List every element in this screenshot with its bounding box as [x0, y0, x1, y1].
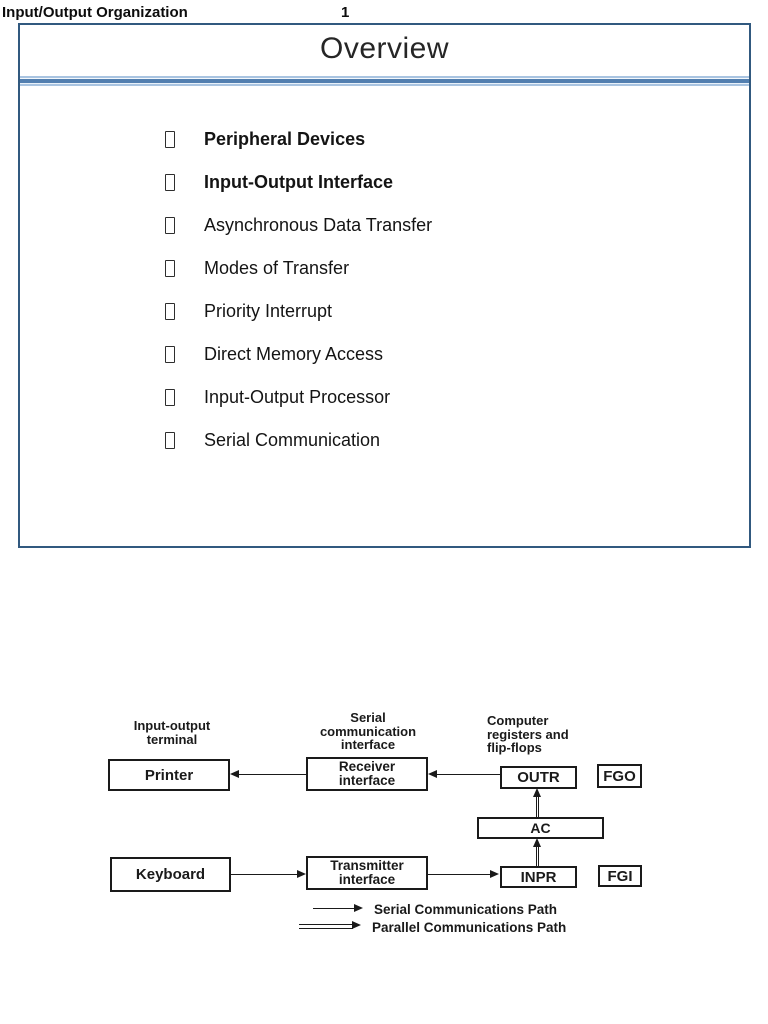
list-item: Direct Memory Access	[165, 343, 432, 364]
arrowhead-up-icon	[533, 788, 541, 797]
list-item-label: Serial Communication	[204, 429, 381, 450]
slide-frame: Overview Peripheral Devices Input-Output…	[18, 23, 751, 548]
arrowhead-up-icon	[533, 838, 541, 847]
arrowhead-right-icon	[352, 921, 361, 929]
legend-parallel-label: Parallel Communications Path	[372, 920, 567, 935]
list-item-label: Modes of Transfer	[204, 257, 350, 278]
bullet-list: Peripheral Devices Input-Output Interfac…	[165, 128, 433, 474]
legend-serial-label: Serial Communications Path	[374, 902, 558, 917]
list-item: Modes of Transfer	[165, 257, 432, 278]
list-item-label: Input-Output Processor	[204, 386, 391, 407]
legend-parallel-line	[299, 924, 353, 929]
arrow-outr-to-receiver	[436, 774, 500, 775]
outr-register-box: OUTR	[500, 766, 577, 789]
arrowhead-right-icon	[354, 904, 363, 912]
bullet-tofu-icon	[165, 388, 175, 406]
bullet-tofu-icon	[165, 216, 175, 234]
fgo-flipflop-box: FGO	[597, 764, 642, 788]
document-title: Input/Output Organization	[2, 4, 188, 21]
ac-register-box: AC	[477, 817, 604, 839]
bullet-tofu-icon	[165, 345, 175, 363]
arrowhead-left-icon	[428, 770, 437, 778]
list-item-label: Priority Interrupt	[204, 300, 333, 321]
arrowhead-left-icon	[230, 770, 239, 778]
list-item-label: Peripheral Devices	[204, 128, 366, 149]
transmitter-interface-box: Transmitter interface	[306, 856, 428, 890]
label-input-output-terminal: Input-output terminal	[133, 718, 211, 747]
label-serial-communication-interface: Serial communication interface	[319, 710, 417, 752]
title-separator	[20, 76, 749, 86]
bullet-tofu-icon	[165, 173, 175, 191]
page-number: 1	[341, 4, 350, 21]
list-item-label: Input-Output Interface	[204, 171, 393, 192]
list-item: Priority Interrupt	[165, 300, 432, 321]
list-item-label: Asynchronous Data Transfer	[204, 214, 433, 235]
label-computer-registers: Computer registers and flip-flops	[487, 713, 569, 755]
list-item: Input-Output Interface	[165, 171, 432, 192]
slide-title: Overview	[319, 32, 450, 65]
keyboard-box: Keyboard	[110, 857, 231, 892]
bullet-tofu-icon	[165, 130, 175, 148]
arrowhead-right-icon	[490, 870, 499, 878]
list-item: Asynchronous Data Transfer	[165, 214, 433, 235]
receiver-interface-box: Receiver interface	[306, 757, 428, 791]
arrow-transmitter-to-inpr	[428, 874, 490, 875]
list-item: Input-Output Processor	[165, 386, 432, 407]
bullet-tofu-icon	[165, 302, 175, 320]
list-item-label: Direct Memory Access	[204, 343, 384, 364]
arrowhead-right-icon	[297, 870, 306, 878]
list-item: Peripheral Devices	[165, 128, 432, 149]
legend-serial-line	[313, 908, 355, 909]
bullet-tofu-icon	[165, 259, 175, 277]
bullet-tofu-icon	[165, 431, 175, 449]
inpr-register-box: INPR	[500, 866, 577, 888]
list-item: Serial Communication	[165, 429, 432, 450]
arrow-inpr-to-ac	[536, 846, 539, 866]
arrow-ac-to-outr	[536, 796, 539, 817]
arrow-receiver-to-printer	[238, 774, 306, 775]
arrow-keyboard-to-transmitter	[231, 874, 297, 875]
printer-box: Printer	[108, 759, 230, 791]
fgi-flipflop-box: FGI	[598, 865, 642, 887]
